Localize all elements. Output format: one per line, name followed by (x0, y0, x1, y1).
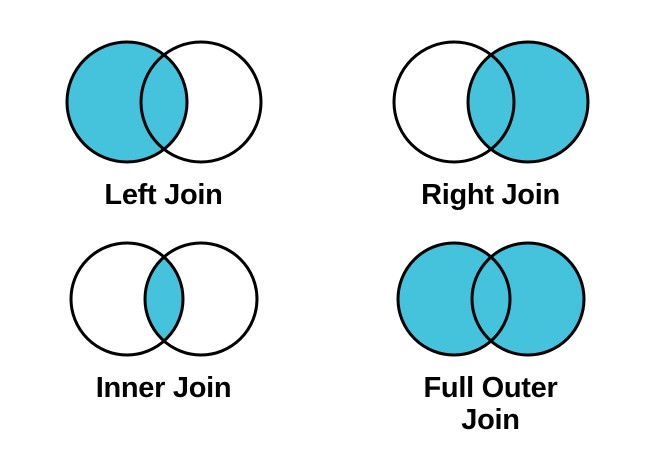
venn-right-outline-inner-join (143, 241, 258, 357)
venn-intersection-full-outer-join (471, 243, 510, 355)
venn-right-join (392, 40, 589, 164)
venn-full-outer-join (396, 241, 585, 357)
venn-right-outline-left-join (139, 40, 262, 164)
venn-right-outline-right-join (466, 40, 589, 164)
venn-intersection-right-join (467, 42, 514, 162)
join-label-right-join: Right Join (421, 179, 560, 211)
join-label-left-join: Left Join (104, 179, 223, 211)
join-label-full-outer-join: Full Outer Join (423, 372, 558, 437)
venn-left-join (65, 40, 262, 164)
venn-inner-join (69, 241, 258, 357)
join-cell-inner-join: Inner Join (0, 228, 327, 474)
join-cell-right-join: Right Join (327, 0, 654, 228)
join-cell-full-outer-join: Full Outer Join (327, 228, 654, 474)
join-cell-left-join: Left Join (0, 0, 327, 228)
venn-left-outline-inner-join (69, 241, 184, 357)
venn-right-outline-full-outer-join (470, 241, 585, 357)
venn-left-outline-right-join (392, 40, 515, 164)
venn-left-outline-full-outer-join (396, 241, 511, 357)
venn-intersection-left-join (140, 42, 187, 162)
join-label-inner-join: Inner Join (95, 372, 232, 404)
venn-intersection-inner-join (144, 243, 183, 355)
venn-left-outline-left-join (65, 40, 188, 164)
